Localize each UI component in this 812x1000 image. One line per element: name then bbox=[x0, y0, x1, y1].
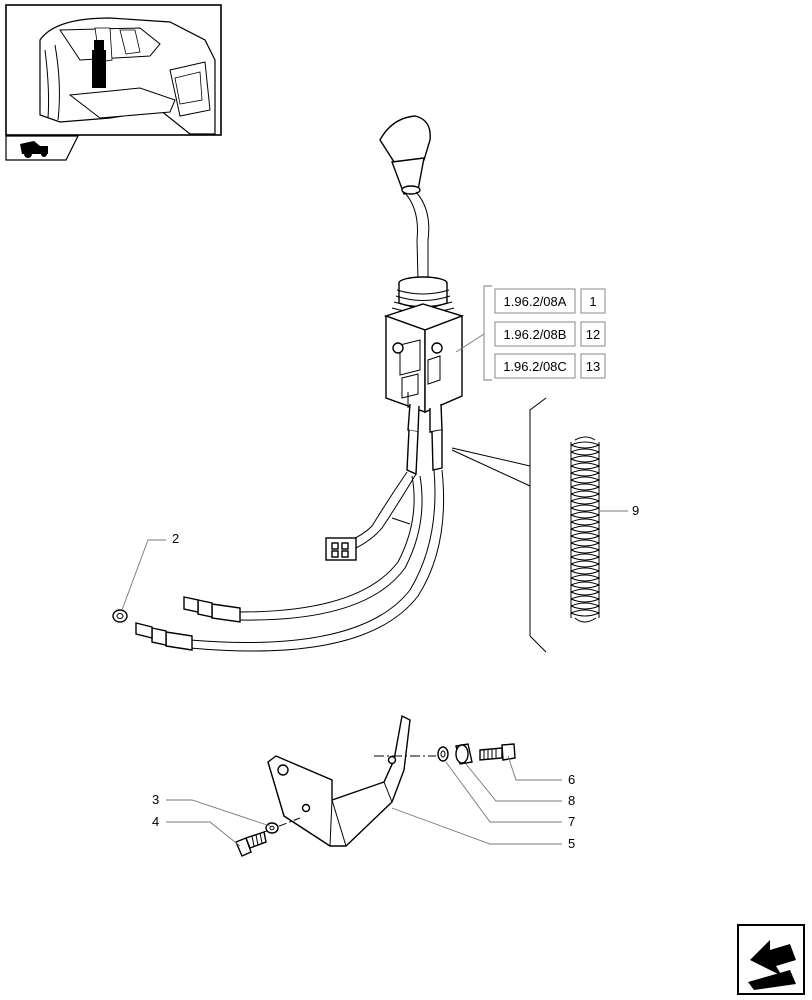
ref-code: 1.96.2/08B bbox=[504, 327, 567, 342]
ref-row-1[interactable]: 1.96.2/08A 1 bbox=[494, 288, 606, 314]
next-page-arrow-icon bbox=[748, 940, 796, 990]
callout-3[interactable]: 3 bbox=[152, 792, 159, 807]
spiral-coil bbox=[570, 546, 601, 554]
ref-qty: 12 bbox=[586, 327, 600, 342]
spiral-coil bbox=[570, 476, 601, 484]
spiral-coil bbox=[570, 567, 601, 575]
spiral-coil bbox=[570, 483, 601, 491]
spiral-coil bbox=[570, 448, 601, 456]
spiral-coil bbox=[570, 595, 601, 603]
callout-4[interactable]: 4 bbox=[152, 814, 159, 829]
ref-code: 1.96.2/08C bbox=[503, 359, 567, 374]
spiral-sleeve bbox=[451, 397, 601, 653]
thumbnail-tab[interactable] bbox=[5, 135, 79, 161]
ref-row-2[interactable]: 1.96.2/08B 12 bbox=[494, 321, 606, 347]
spiral-coil bbox=[570, 518, 601, 526]
spiral-coil bbox=[570, 504, 601, 512]
spiral-coil bbox=[570, 581, 601, 589]
spiral-coil bbox=[570, 532, 601, 540]
ref-code: 1.96.2/08A bbox=[504, 294, 567, 309]
spiral-coil bbox=[570, 539, 601, 547]
next-page-button[interactable] bbox=[737, 924, 805, 995]
ref-qty: 1 bbox=[589, 294, 596, 309]
callout-2[interactable]: 2 bbox=[172, 531, 179, 546]
callout-6[interactable]: 6 bbox=[568, 772, 575, 787]
spiral-coil bbox=[570, 462, 601, 470]
tractor-icon bbox=[20, 141, 48, 158]
callout-5[interactable]: 5 bbox=[568, 836, 575, 851]
spiral-coil bbox=[570, 525, 601, 533]
spiral-outline bbox=[570, 442, 600, 618]
spiral-coil bbox=[570, 441, 601, 449]
spiral-coil bbox=[570, 497, 601, 505]
spiral-coil bbox=[570, 511, 601, 519]
spiral-coil bbox=[570, 560, 601, 568]
spiral-coil bbox=[570, 455, 601, 463]
joystick-assembly bbox=[112, 115, 465, 652]
spiral-coil bbox=[570, 574, 601, 582]
callout-8[interactable]: 8 bbox=[568, 793, 575, 808]
spiral-coil bbox=[570, 609, 601, 617]
callout-9[interactable]: 9 bbox=[632, 503, 639, 518]
spiral-coil bbox=[570, 469, 601, 477]
spiral-coil bbox=[570, 553, 601, 561]
spiral-coil bbox=[570, 602, 601, 610]
spiral-coil bbox=[570, 588, 601, 596]
callout-7[interactable]: 7 bbox=[568, 814, 575, 829]
spiral-coil bbox=[570, 490, 601, 498]
bracket-assembly bbox=[235, 714, 516, 857]
ref-qty: 13 bbox=[586, 359, 600, 374]
reference-table: 1.96.2/08A 1 1.96.2/08B 12 1.96.2/08C 13 bbox=[455, 285, 606, 381]
callouts: 2 9 6 8 3 7 4 5 bbox=[152, 503, 639, 851]
location-thumbnail bbox=[5, 4, 222, 136]
ref-row-3[interactable]: 1.96.2/08C 13 bbox=[494, 353, 606, 379]
leader-lines bbox=[121, 510, 628, 847]
